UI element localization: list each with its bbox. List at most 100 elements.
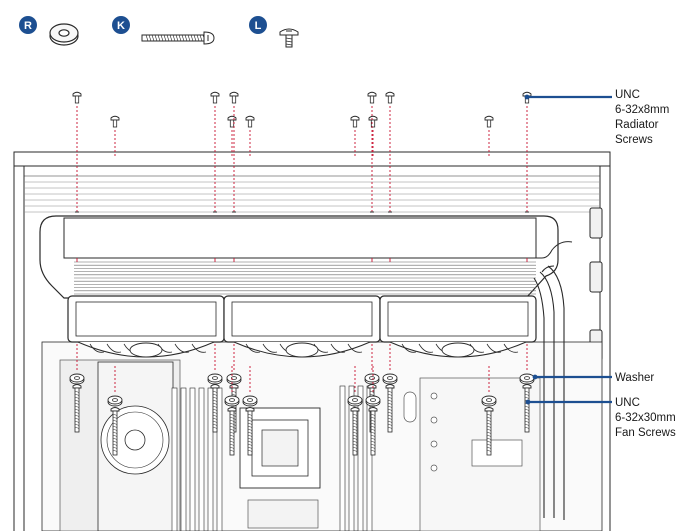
fan-screw <box>484 407 494 456</box>
fans <box>67 295 537 358</box>
callout-fan-screws: UNC 6-32x30mm Fan Screws <box>525 397 676 439</box>
radiator-screw <box>210 91 220 104</box>
ram-slot <box>180 387 187 531</box>
badge-r <box>19 16 37 34</box>
radiator <box>39 215 573 299</box>
washer-icon <box>49 23 79 46</box>
fan-screw <box>110 407 120 456</box>
radiator-screw <box>72 91 82 104</box>
radiator-screw-guides <box>75 106 529 213</box>
fan-screws-label-line-2: 6-32x30mm <box>615 412 676 424</box>
fan-screws <box>69 373 535 456</box>
radiator-screw <box>484 115 494 128</box>
fan-screw <box>350 407 360 456</box>
port <box>403 391 417 423</box>
fan-blade <box>191 343 207 353</box>
radiator-screws-label-line-3: Radiator <box>615 119 659 131</box>
ram-slot <box>207 387 214 531</box>
chip <box>471 439 523 467</box>
ram-slot <box>171 387 178 531</box>
board-components <box>403 377 541 531</box>
radiator-screw <box>110 115 120 128</box>
fan-blade <box>330 343 346 353</box>
fan-inner <box>75 301 217 337</box>
radiator-screw <box>350 115 360 128</box>
ram-slot <box>198 387 205 531</box>
cpu-socket <box>239 407 321 489</box>
radiator-screws <box>72 91 532 128</box>
badge-l-letter: L <box>255 20 262 32</box>
ram-slot <box>357 385 364 531</box>
fan-screw <box>210 384 220 433</box>
pc-chassis <box>13 151 611 531</box>
radiator-screw <box>368 115 378 128</box>
fan-screws-label-line-3: Fan Screws <box>615 427 676 439</box>
radiator-screw <box>385 91 395 104</box>
radiator-screws-label-line-1: UNC <box>615 89 640 101</box>
fan-blade <box>106 343 122 353</box>
fan-inner <box>231 301 373 337</box>
standoff <box>430 440 438 448</box>
badge-r-letter: R <box>24 20 32 32</box>
fan-blade <box>418 343 434 353</box>
part-l: L <box>249 16 299 48</box>
radiator-screws-label-line-4: Screws <box>615 134 653 146</box>
fan-screw <box>522 384 532 433</box>
fan-blade <box>347 343 363 353</box>
long-screw-icon <box>141 31 215 45</box>
fan-screw-guides <box>76 258 528 394</box>
standoff <box>430 416 438 424</box>
fan-screw <box>227 407 237 456</box>
fan-screw <box>245 407 255 456</box>
callout-washer: Washer <box>532 372 654 384</box>
ram-slot <box>216 387 223 531</box>
radiator-screw <box>227 115 237 128</box>
washer <box>107 395 123 407</box>
fan-screw <box>368 407 378 456</box>
fan-hub <box>441 342 475 358</box>
washer <box>481 395 497 407</box>
badge-l <box>249 16 267 34</box>
washer <box>365 395 381 407</box>
coolant-tubes <box>533 265 565 520</box>
fan-hub <box>129 342 163 358</box>
fan-blade <box>89 343 105 353</box>
washer <box>69 373 85 385</box>
fan-blade <box>245 343 261 353</box>
fan-screw <box>385 384 395 433</box>
callout-radiator-screws: UNC 6-32x8mm Radiator Screws <box>524 89 669 146</box>
washer <box>347 395 363 407</box>
ram-slot <box>339 385 346 531</box>
standoff <box>430 392 438 400</box>
fan-blade <box>262 343 278 353</box>
fan-inner <box>387 301 529 337</box>
washer <box>207 373 223 385</box>
fan-blade <box>174 343 190 353</box>
radiator-screw <box>229 91 239 104</box>
fan-3 <box>379 295 537 358</box>
badge-k <box>112 16 130 34</box>
fan-screw <box>72 384 82 433</box>
washer <box>519 373 535 385</box>
radiator-screw <box>367 91 377 104</box>
ram-slot <box>189 387 196 531</box>
fan-blade <box>401 343 417 353</box>
washer-label: Washer <box>615 372 654 384</box>
short-screw-icon <box>279 28 299 48</box>
radiator-screw <box>245 115 255 128</box>
badge-k-letter: K <box>117 20 125 32</box>
standoff <box>430 464 438 472</box>
washer <box>364 373 380 385</box>
fan-2 <box>223 295 381 358</box>
ram-slots <box>171 385 373 531</box>
fan-hub <box>285 342 319 358</box>
fan-screws-label-line-1: UNC <box>615 397 640 409</box>
fan-1 <box>67 295 225 358</box>
washer <box>242 395 258 407</box>
parts-legend: R K L <box>19 16 299 48</box>
fan-blade <box>486 343 502 353</box>
washer <box>382 373 398 385</box>
radiator-screws-label-line-2: 6-32x8mm <box>615 104 669 116</box>
ram-slot <box>348 385 355 531</box>
